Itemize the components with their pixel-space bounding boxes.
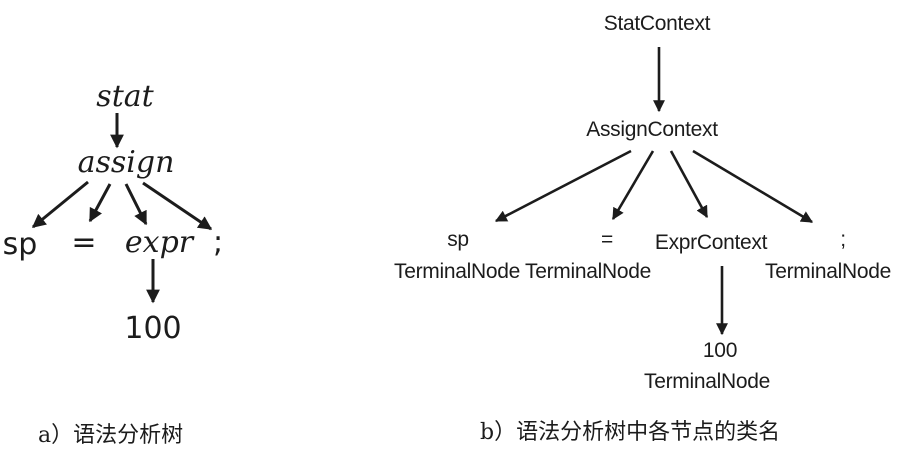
- tree-a-edges: [31, 113, 213, 304]
- tree-a-node-semi: ;: [212, 225, 224, 260]
- tree-b-node-statcontext: StatContext: [603, 12, 711, 35]
- arrow-assigncontext-to-semi: [692, 149, 814, 224]
- arrow-assigncontext-to-sp: [494, 149, 632, 223]
- tree-b-node-assigncontext: AssignContext: [586, 118, 718, 141]
- arrow-assigncontext-to-eq: [611, 150, 655, 221]
- tree-b-edges: [494, 47, 814, 336]
- caption-panel-a: a）语法分析树: [38, 423, 184, 448]
- caption-panel-b: b）语法分析树中各节点的类名: [480, 420, 781, 445]
- arrow-assigncontext-to-exprcontext: [669, 150, 709, 219]
- tree-a-node-sp: sp: [2, 227, 38, 262]
- tree-a-node-stat: stat: [96, 79, 154, 114]
- tree-b-node-100: 100: [702, 339, 738, 362]
- arrow-assign-to-expr: [124, 183, 148, 226]
- tree-b-node-100-type: TerminalNode: [644, 370, 770, 393]
- tree-b-node-eq-type: TerminalNode: [525, 260, 651, 283]
- tree-a-node-expr: expr: [124, 225, 194, 260]
- tree-a-node-100: 100: [124, 311, 182, 346]
- arrow-assign-to-sp: [31, 180, 89, 229]
- arrow-assign-to-eq: [88, 183, 112, 223]
- tree-b-node-semi-type: TerminalNode: [765, 260, 891, 283]
- tree-b-node-sp-type: TerminalNode: [394, 260, 520, 283]
- tree-b-node-eq: =: [601, 228, 613, 251]
- tree-a-node-eq: =: [71, 225, 97, 260]
- tree-b-node-exprcontext: ExprContext: [654, 231, 768, 254]
- tree-a-node-assign: assign: [77, 145, 175, 180]
- arrow-assign-to-semi: [142, 181, 213, 231]
- tree-b-node-semi: ;: [840, 228, 846, 251]
- tree-b-node-sp: sp: [447, 228, 469, 251]
